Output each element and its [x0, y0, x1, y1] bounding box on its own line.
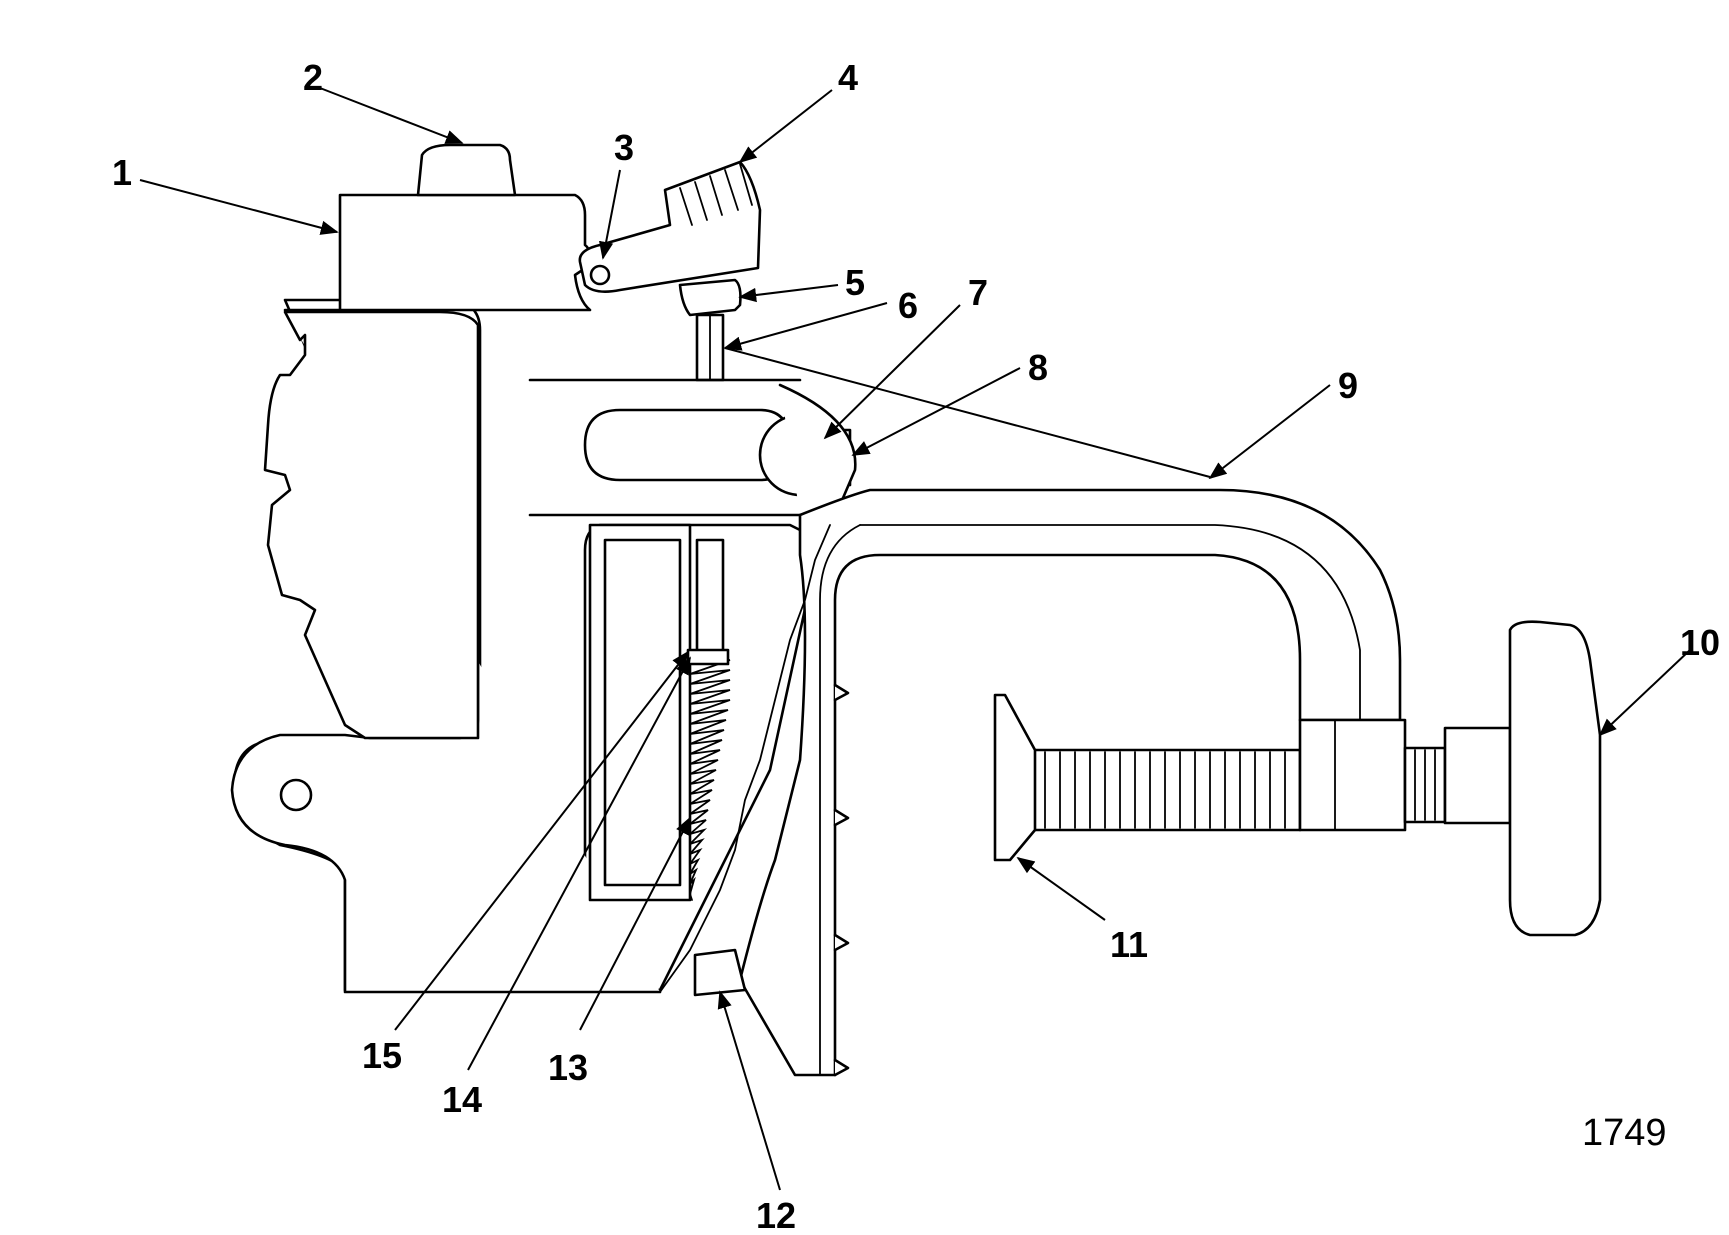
- leader-1: [139, 179, 339, 235]
- leader-11: [1016, 856, 1106, 921]
- leader-12: [717, 990, 781, 1191]
- callout-4: 4: [838, 57, 858, 98]
- callout-14: 14: [442, 1079, 482, 1120]
- leader-8: [851, 367, 1021, 456]
- part-10-handle-knob: [1508, 620, 1602, 937]
- leader-lines: [139, 87, 1691, 1191]
- leader-7: [823, 304, 961, 440]
- swivel-bracket: [230, 193, 822, 994]
- leader-4: [738, 89, 833, 164]
- callout-1: 1: [112, 152, 132, 193]
- callout-12: 12: [756, 1195, 796, 1235]
- callout-15: 15: [362, 1035, 402, 1076]
- part-6-rod: [695, 313, 725, 662]
- screw-threads: [1044, 751, 1286, 829]
- part-11-swivel-pad: [993, 693, 1037, 862]
- callout-13: 13: [548, 1047, 588, 1088]
- callout-8: 8: [1028, 347, 1048, 388]
- leader-9: [1208, 384, 1331, 480]
- clamp-bracket: [659, 488, 1402, 1077]
- callout-6: 6: [898, 285, 918, 326]
- leader-3: [599, 169, 621, 260]
- leader-13: [579, 816, 691, 1031]
- spring-assembly: [686, 648, 731, 901]
- leader-15: [394, 650, 690, 1031]
- leader-5: [738, 284, 839, 303]
- part-2-top-knob: [416, 143, 517, 197]
- callout-9: 9: [1338, 365, 1358, 406]
- leader-6-extension: [724, 347, 1211, 478]
- callout-11: 11: [1110, 924, 1148, 965]
- callout-3: 3: [614, 127, 634, 168]
- callout-7: 7: [968, 272, 988, 313]
- callout-10: 10: [1680, 622, 1720, 663]
- part-12-block: [693, 948, 747, 997]
- callout-5: 5: [845, 262, 865, 303]
- leader-10: [1598, 649, 1691, 737]
- mounting-tube: [528, 378, 857, 517]
- clamp-screw: [993, 620, 1602, 937]
- part-3-pivot-pin: [589, 264, 611, 286]
- tilt-lever: [578, 160, 762, 317]
- leader-2: [319, 87, 464, 144]
- figure-number: 1749: [1582, 1112, 1667, 1154]
- leader-6: [723, 302, 888, 351]
- callout-labels: 1 2 3 4 5 6 7 8 9 10 11 12 13 14 15: [112, 57, 1720, 1235]
- callout-2: 2: [303, 57, 323, 98]
- leader-14: [467, 656, 691, 1071]
